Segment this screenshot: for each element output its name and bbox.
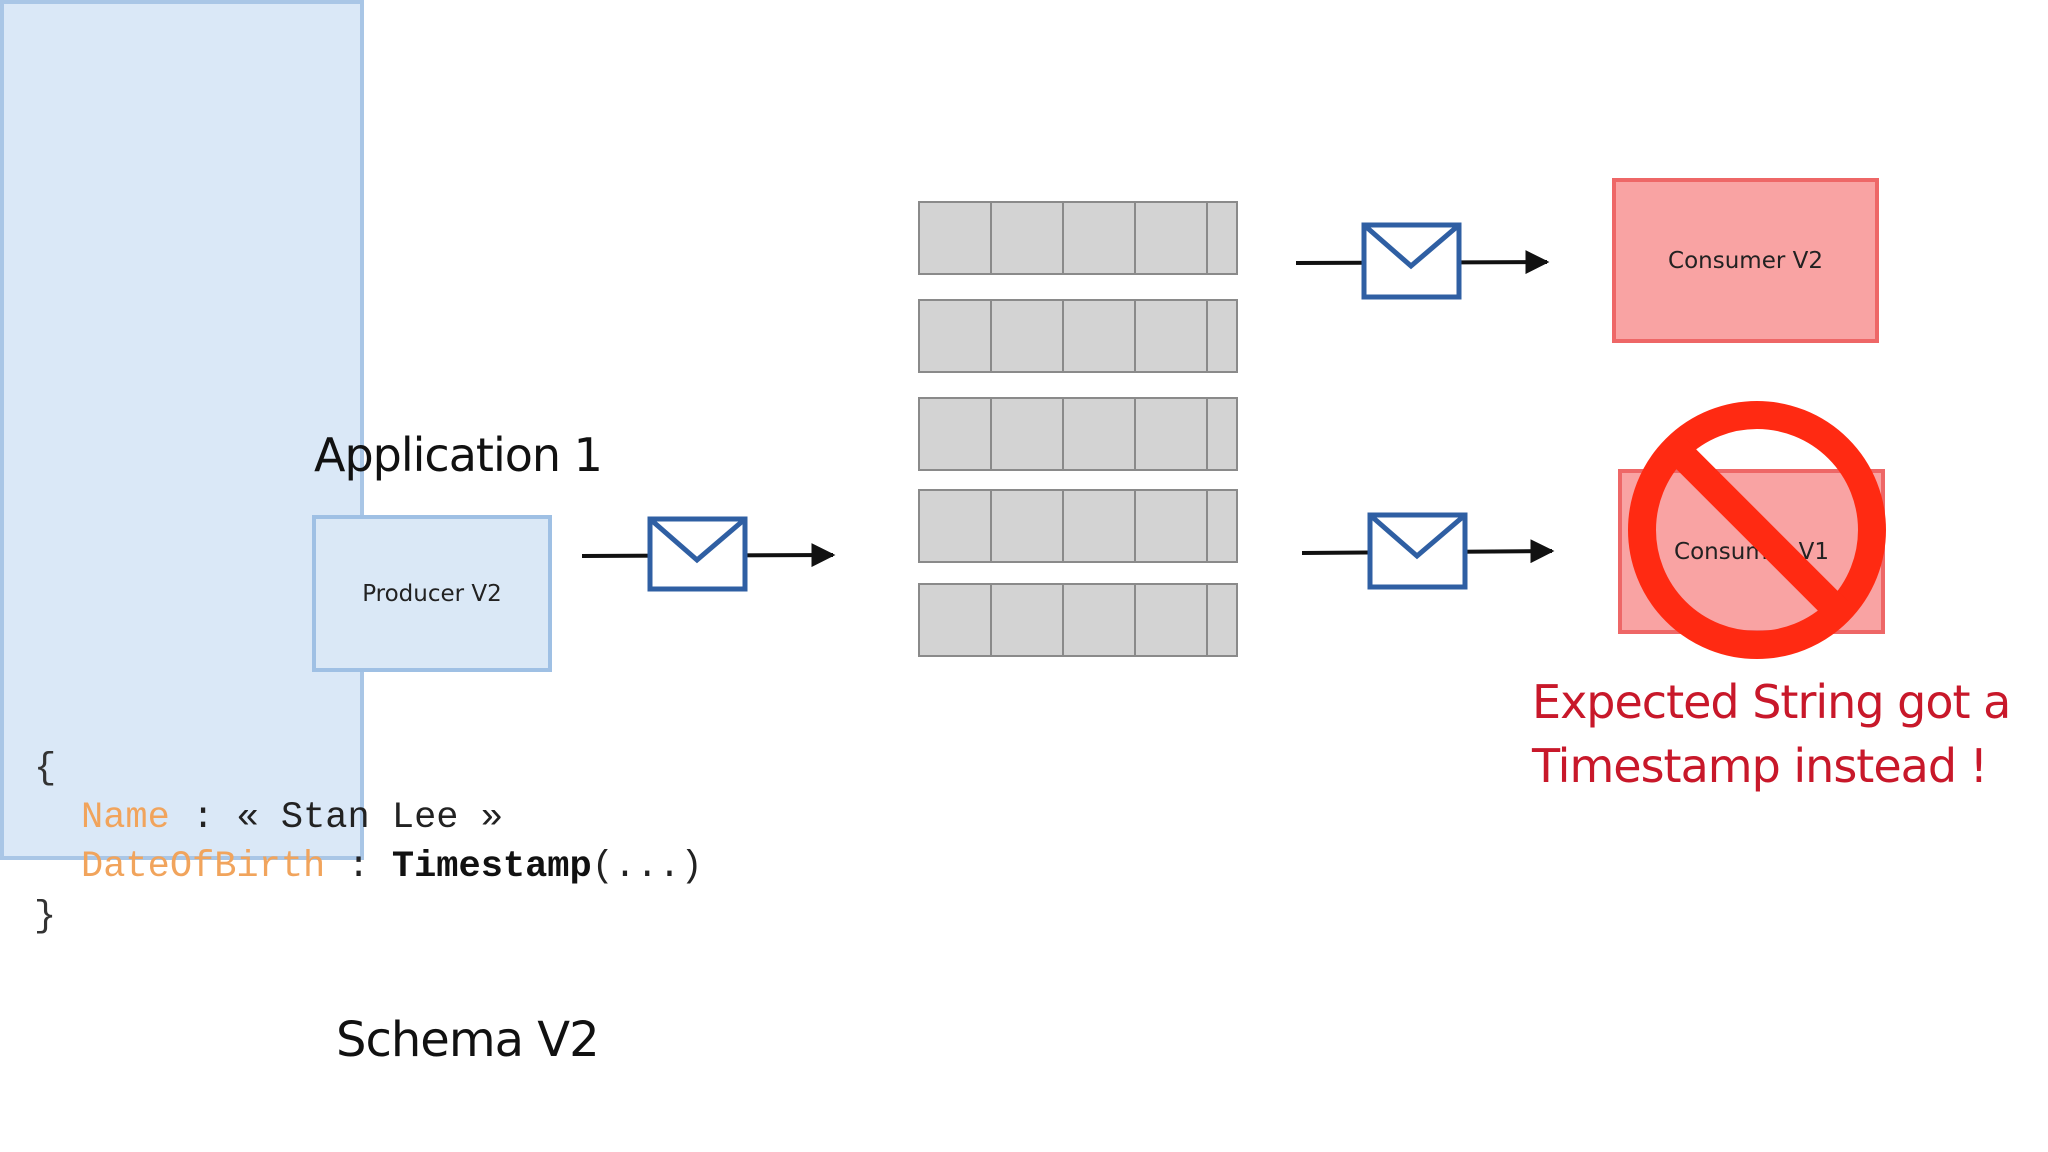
partition-cell <box>1062 583 1136 657</box>
partition-cell <box>1134 299 1208 373</box>
partition-cell <box>1134 397 1208 471</box>
producer-label: Producer V2 <box>362 580 502 607</box>
partition-cell <box>1062 397 1136 471</box>
schema-close-brace: } <box>34 896 57 938</box>
partition-row <box>918 489 1238 563</box>
partition-cell <box>918 583 992 657</box>
field-value: (...) <box>591 846 703 888</box>
partition-cell <box>1206 489 1238 563</box>
partition-cell <box>990 489 1064 563</box>
field-key: DateOfBirth <box>81 846 326 888</box>
field-separator: : <box>325 846 392 888</box>
partition-cell <box>1134 489 1208 563</box>
schema-open-brace: { <box>34 748 57 790</box>
consumer-v1-box: Consumer V1 <box>1618 469 1885 634</box>
consumer-v2-label: Consumer V2 <box>1668 247 1823 274</box>
partition-cell <box>1062 489 1136 563</box>
partition-cell <box>990 397 1064 471</box>
partition-cell <box>918 201 992 275</box>
partition-row <box>918 201 1238 275</box>
partition-row <box>918 299 1238 373</box>
consumer-v1-label: Consumer V1 <box>1674 538 1829 565</box>
field-key: Name <box>81 797 170 839</box>
producer-box: Producer V2 <box>312 515 552 672</box>
envelope-icon <box>647 516 748 592</box>
envelope-icon <box>1361 222 1462 300</box>
partition-rows <box>918 201 1238 657</box>
partition-cell <box>1206 299 1238 373</box>
partition-cell <box>1206 201 1238 275</box>
schema-field-name: Name : « Stan Lee » <box>81 797 503 839</box>
topic-container <box>0 0 364 860</box>
error-message: Expected String got a Timestamp instead … <box>1532 675 2011 793</box>
field-separator: : <box>169 797 237 839</box>
envelope-icon <box>1367 512 1468 590</box>
field-value: « Stan Lee » <box>236 797 503 839</box>
consumer-v2-box: Consumer V2 <box>1612 178 1879 343</box>
partition-cell <box>918 489 992 563</box>
schema-field-dob: DateOfBirth : Timestamp(...) <box>81 846 703 888</box>
partition-cell <box>990 583 1064 657</box>
partition-cell <box>918 299 992 373</box>
application-title: Application 1 <box>314 428 603 482</box>
partition-cell <box>918 397 992 471</box>
field-type: Timestamp <box>391 846 592 888</box>
partition-row <box>918 397 1238 471</box>
partition-cell <box>990 299 1064 373</box>
partition-cell <box>1062 299 1136 373</box>
partition-cell <box>1134 583 1208 657</box>
partition-row <box>918 583 1238 657</box>
schema-title: Schema V2 <box>336 1012 600 1068</box>
partition-cell <box>1062 201 1136 275</box>
partition-cell <box>990 201 1064 275</box>
partition-cell <box>1134 201 1208 275</box>
partition-cell <box>1206 397 1238 471</box>
partition-cell <box>1206 583 1238 657</box>
